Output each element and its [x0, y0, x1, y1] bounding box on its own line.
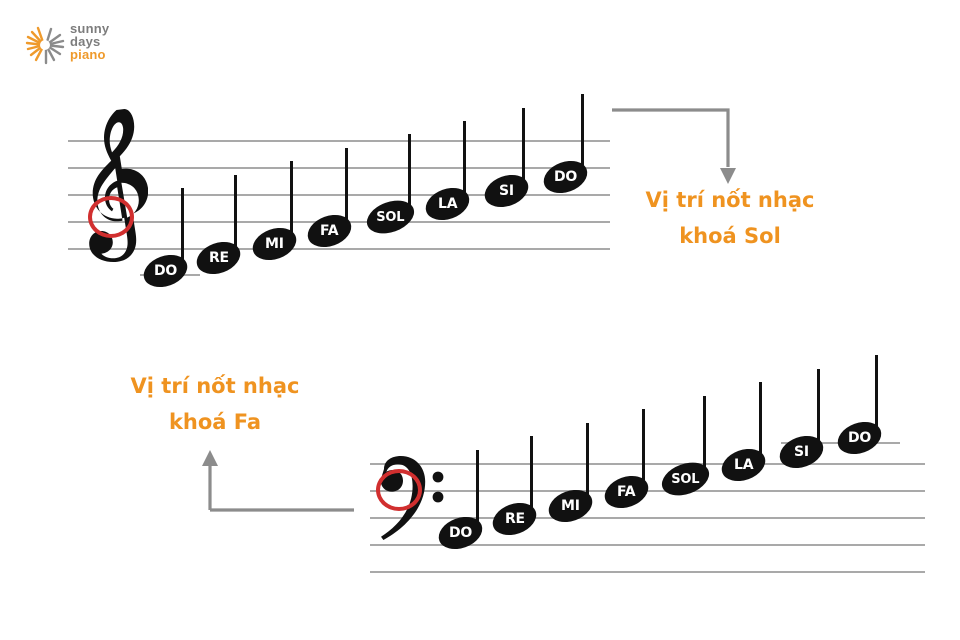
note-fa-2[interactable]: FA [600, 409, 656, 550]
staff-line [68, 140, 610, 142]
note-sol-1[interactable]: SOL [362, 134, 422, 275]
note-stem [759, 382, 762, 464]
note-stem [345, 148, 348, 230]
note-label: LA [437, 196, 458, 213]
note-stem [476, 450, 479, 532]
staff-line [68, 194, 610, 196]
staff-line [370, 571, 925, 573]
note-re-1[interactable]: RE [192, 175, 248, 316]
note-label: FA [617, 484, 636, 500]
note-stem [290, 161, 293, 243]
note-do-1[interactable]: DO [139, 188, 195, 329]
note-label: LA [733, 457, 754, 474]
arrow-up-to-bass-label [196, 448, 356, 518]
note-stem [530, 436, 533, 518]
note-label: FA [320, 223, 339, 239]
note-stem [642, 409, 645, 491]
note-stem [181, 188, 184, 270]
note-label: RE [504, 511, 525, 528]
note-label: DO [553, 169, 578, 185]
logo-line-days: days [70, 34, 101, 49]
logo-line-piano: piano [70, 47, 106, 62]
note-label: MI [561, 498, 580, 514]
logo-line-sunny: sunny [70, 21, 110, 36]
note-stem [408, 134, 411, 216]
note-mi-2[interactable]: MI [544, 423, 600, 564]
callout-bass-line1: Vị trí nốt nhạc [130, 374, 300, 398]
staff-line [370, 517, 925, 519]
note-si-1[interactable]: SI [480, 108, 536, 249]
callout-treble-line1: Vị trí nốt nhạc [645, 188, 815, 212]
sunburst-icon [24, 24, 66, 66]
note-stem [875, 355, 878, 437]
staff-line [370, 463, 925, 465]
staff-line [68, 248, 610, 250]
note-la-2[interactable]: LA [717, 382, 773, 523]
note-stem [703, 396, 706, 478]
note-label: RE [208, 250, 229, 267]
note-label: DO [448, 525, 473, 541]
note-do-2[interactable]: DO [539, 94, 595, 235]
note-stem [581, 94, 584, 176]
logo-wordmark: sunny days piano [70, 22, 109, 61]
note-label: MI [265, 236, 284, 252]
note-label: SI [794, 444, 809, 460]
treble-clef [76, 108, 148, 290]
note-fa-1[interactable]: FA [303, 148, 359, 289]
note-label: SI [499, 183, 514, 199]
note-si-2[interactable]: SI [775, 369, 831, 510]
staff-line [370, 544, 925, 546]
note-label: SOL [671, 471, 700, 487]
g-line-highlight-ring [88, 196, 134, 238]
callout-bass-line2: khoá Fa [168, 410, 262, 434]
note-stem [463, 121, 466, 203]
note-mi-1[interactable]: MI [248, 161, 304, 302]
note-label: SOL [376, 209, 405, 225]
note-do-3[interactable]: DO [434, 450, 490, 591]
note-la-1[interactable]: LA [421, 121, 477, 262]
f-dot-highlight-ring [376, 469, 422, 511]
logo: sunny days piano [24, 22, 154, 68]
note-label: DO [847, 430, 872, 446]
callout-treble: Vị trí nốt nhạc khoá Sol [600, 182, 860, 254]
note-stem [586, 423, 589, 505]
note-do-4[interactable]: DO [833, 355, 889, 496]
note-label: DO [153, 263, 178, 279]
arrow-down-to-treble-label [610, 105, 740, 190]
callout-bass: Vị trí nốt nhạc khoá Fa [85, 368, 345, 440]
note-stem [522, 108, 525, 190]
staff-line [68, 167, 610, 169]
note-sol-2[interactable]: SOL [657, 396, 717, 537]
note-re-2[interactable]: RE [488, 436, 544, 577]
note-stem [817, 369, 820, 451]
callout-treble-line2: khoá Sol [679, 224, 781, 248]
note-stem [234, 175, 237, 257]
